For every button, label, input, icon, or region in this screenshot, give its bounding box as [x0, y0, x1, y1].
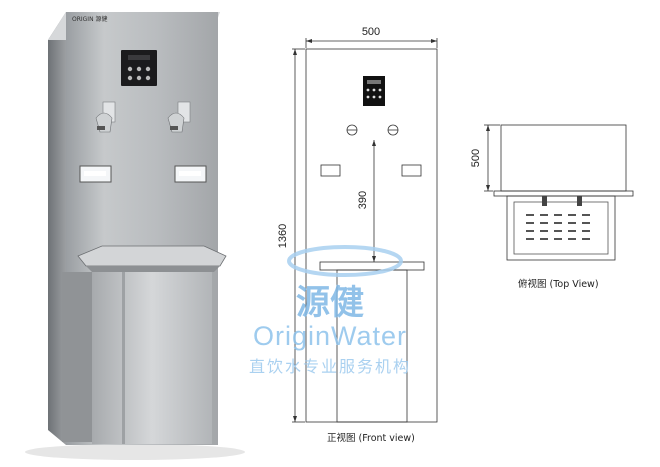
- brand-label: ORIGIN 源健: [72, 15, 107, 23]
- right-faucet: [167, 101, 191, 133]
- cabinet-base: [92, 272, 212, 444]
- front-view-caption: 正视图 (Front view): [327, 432, 415, 444]
- front-view-control-panel: [363, 76, 385, 106]
- top-view-tray: [506, 195, 616, 261]
- front-height-label: 1360: [277, 224, 289, 248]
- watermark-tagline: 直饮水专业服务机构: [249, 357, 411, 376]
- cabinet-side: [48, 12, 66, 445]
- top-view-drain-slots: [526, 214, 590, 240]
- watermark-logo-ring: [287, 245, 403, 277]
- front-width-label: 500: [362, 26, 380, 38]
- watermark-name-cn: 源健: [296, 283, 364, 323]
- top-view-caption: 俯视图 (Top View): [518, 278, 599, 290]
- front-view-tray: [319, 261, 425, 271]
- top-view-outline: [500, 124, 627, 192]
- watermark-name-en: OriginWater: [253, 321, 407, 351]
- left-faucet: [95, 101, 116, 133]
- watermark: 源健 OriginWater 直饮水专业服务机构: [249, 245, 411, 376]
- front-view-base: [336, 269, 408, 423]
- front-spacing-label: 390: [357, 191, 369, 209]
- control-panel: [121, 50, 157, 86]
- top-depth-label: 500: [470, 149, 482, 167]
- drip-tray: [77, 245, 227, 272]
